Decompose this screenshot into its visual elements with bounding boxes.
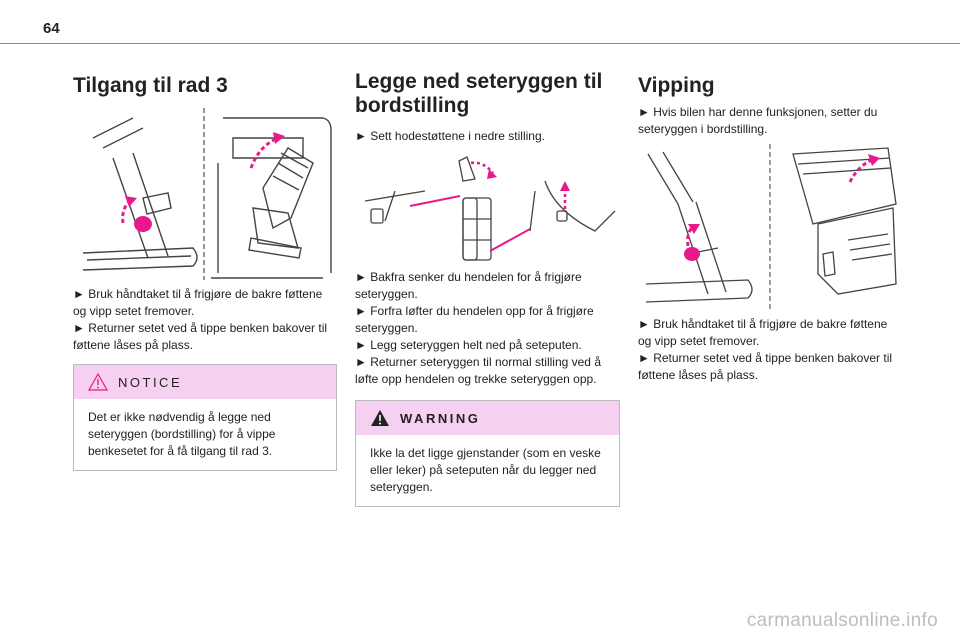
illustration-seatback-fold xyxy=(364,156,616,261)
warning-triangle-filled-icon xyxy=(371,410,389,426)
step-text: ► Legg seteryggen helt ned på seteputen. xyxy=(355,338,582,352)
notice-header: NOTICE xyxy=(74,365,336,399)
step-text: ► Bruk håndtaket til å frigjøre de bakre… xyxy=(638,317,888,348)
column-tilting: Vipping ► Hvis bilen har denne funksjone… xyxy=(638,70,900,384)
illustration-seat-tilt xyxy=(82,108,332,280)
step-text: ► Forfra løfter du hendelen opp for å fr… xyxy=(355,304,594,335)
header-rule xyxy=(0,43,960,44)
watermark: carmanualsonline.info xyxy=(746,610,938,631)
step-text: ► Returner setet ved å tippe benken bako… xyxy=(638,351,893,382)
illustration-bench-tilt xyxy=(645,144,897,310)
column-access-row3: Tilgang til rad 3 ► Bruk xyxy=(73,70,337,471)
section-heading: Vipping xyxy=(638,74,715,97)
warning-triangle-icon xyxy=(88,373,108,391)
warning-text: Ikke la det ligge gjenstander (som en ve… xyxy=(370,446,601,494)
notice-title: NOTICE xyxy=(118,374,183,390)
step-text: ► Returner setet ved å tippe benken bako… xyxy=(73,321,328,352)
section-heading: Legge ned seteryggen til bordstilling xyxy=(355,70,603,117)
warning-title: WARNING xyxy=(400,410,481,426)
step-text: ► Returner seteryggen til normal stillin… xyxy=(355,355,601,386)
intro-text: ► Hvis bilen har denne funksjonen, sette… xyxy=(638,105,878,136)
column-table-position: Legge ned seteryggen til bordstilling ► … xyxy=(355,70,620,507)
page-number: 64 xyxy=(43,20,60,37)
intro-text: ► Sett hodestøttene i nedre stilling. xyxy=(355,129,545,143)
section-heading: Tilgang til rad 3 xyxy=(73,74,228,97)
notice-text: Det er ikke nødvendig å legge ned setery… xyxy=(88,410,276,458)
step-text: ► Bruk håndtaket til å frigjøre de bakre… xyxy=(73,287,323,318)
notice-box: NOTICE Det er ikke nødvendig å legge ned… xyxy=(73,364,337,471)
step-text: ► Bakfra senker du hendelen for å frigjø… xyxy=(355,270,582,301)
warning-header: WARNING xyxy=(356,401,619,435)
warning-box: WARNING Ikke la det ligge gjenstander (s… xyxy=(355,400,620,507)
